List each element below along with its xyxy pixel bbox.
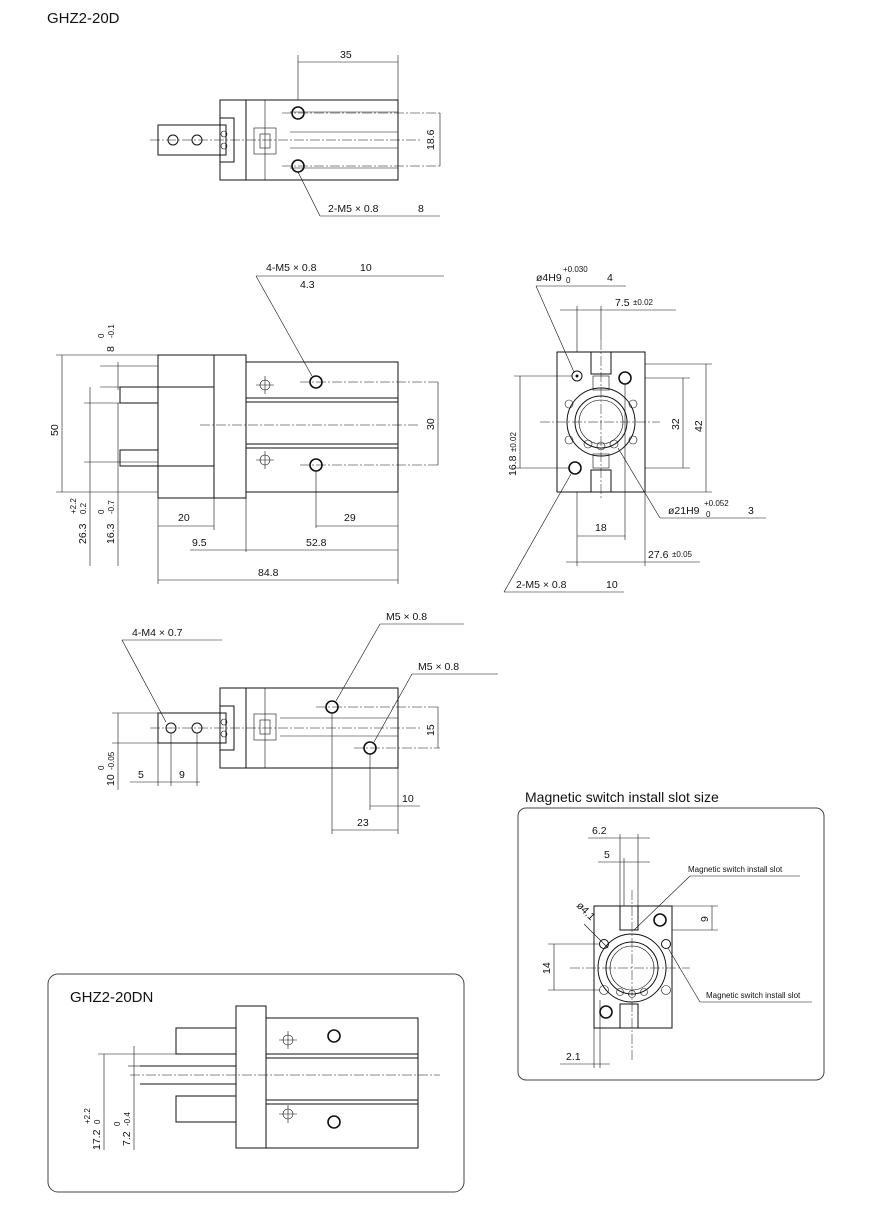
slot-dim-14: 14 xyxy=(541,962,553,974)
side-thread-label: 2-M5 × 0.8 xyxy=(516,579,567,591)
bore-upper: +0.052 xyxy=(704,499,729,508)
tol-10-lower: -0.05 xyxy=(107,751,116,770)
tol-8-base: 8 xyxy=(105,346,117,352)
dim-42: 42 xyxy=(693,420,705,432)
dim-23: 23 xyxy=(357,817,369,829)
slot-label-a: Magnetic switch install slot xyxy=(688,865,783,874)
dn-dim-7-2-lower: -0.4 xyxy=(123,1112,132,1126)
dim-26-3-upper: +2.2 xyxy=(69,498,78,514)
tol-10-upper: 0 xyxy=(97,765,106,770)
dim-35: 35 xyxy=(340,49,352,61)
bottom-thread-m4: 4-M4 × 0.7 xyxy=(132,627,183,639)
top-view: 35 18.6 2-M5 × 0.8 8 xyxy=(150,49,441,217)
pin-hole-depth: 4 xyxy=(607,272,613,284)
dn-panel-title: GHZ2-20DN xyxy=(70,989,153,1006)
tol-8-upper: 0 xyxy=(97,333,106,338)
dn-dim-17-2-upper: +2.2 xyxy=(83,1108,92,1124)
dim-7-5-tol: ±0.02 xyxy=(633,298,654,307)
dim-20: 20 xyxy=(178,512,190,524)
bottom-thread-m5-a: M5 × 0.8 xyxy=(386,611,427,623)
slot-dim-9: 9 xyxy=(699,916,711,922)
dim-16-8: 16.8 xyxy=(507,455,519,476)
bore-base: ø21H9 xyxy=(668,505,700,517)
dim-16-8-tol: ±0.02 xyxy=(509,431,518,452)
front-thread-depth: 10 xyxy=(360,262,372,274)
slot-panel-title: Magnetic switch install slot size xyxy=(525,789,719,805)
bottom-thread-m5-b: M5 × 0.8 xyxy=(418,661,459,673)
front-thread-pitch: 4.3 xyxy=(300,279,315,291)
dim-7-5: 7.5 xyxy=(615,297,630,309)
dim-32: 32 xyxy=(670,418,682,430)
dim-5: 5 xyxy=(138,769,144,781)
top-thread-label: 2-M5 × 0.8 xyxy=(328,203,379,215)
dim-84-8: 84.8 xyxy=(258,567,279,579)
slot-dim-5: 5 xyxy=(604,849,610,861)
drawing-title: GHZ2-20D xyxy=(47,10,120,27)
bore-depth: 3 xyxy=(748,505,754,517)
dim-18: 18 xyxy=(595,522,607,534)
dim-26-3-lower: 0.2 xyxy=(79,502,88,514)
dn-dim-7-2-base: 7.2 xyxy=(121,1131,133,1146)
dim-10: 10 xyxy=(402,793,414,805)
dim-16-3-upper: 0 xyxy=(97,509,106,514)
dim-16-3-base: 16.3 xyxy=(105,523,117,544)
dim-27-6-tol: ±0.05 xyxy=(672,550,693,559)
front-view: 4-M5 × 0.8 10 4.3 30 50 8 0 -0.1 26.3 +2… xyxy=(49,262,444,584)
dim-26-3-base: 26.3 xyxy=(77,523,89,544)
dim-30: 30 xyxy=(425,418,437,430)
dim-50: 50 xyxy=(49,424,61,436)
slot-dim-6-2: 6.2 xyxy=(592,825,607,837)
pin-hole-base: ø4H9 xyxy=(536,272,562,284)
dim-15: 15 xyxy=(425,724,437,736)
dim-9-5: 9.5 xyxy=(192,537,207,549)
dn-dim-17-2-lower: 0 xyxy=(93,1119,102,1124)
dim-9: 9 xyxy=(179,769,185,781)
dn-dim-7-2-upper: 0 xyxy=(113,1121,122,1126)
slot-panel: Magnetic switch install slot size 6.2 5 … xyxy=(517,789,825,1081)
bore-lower: 0 xyxy=(706,510,711,519)
top-thread-depth: 8 xyxy=(418,203,424,215)
side-thread-depth: 10 xyxy=(606,579,618,591)
side-view: ø4H9 +0.030 0 4 7.5 ±0.02 16.8 ±0.02 32 … xyxy=(503,265,766,593)
dim-16-3-lower: -0.7 xyxy=(107,500,116,514)
dim-29: 29 xyxy=(344,512,356,524)
tol-8-lower: -0.1 xyxy=(107,324,116,338)
dn-panel: GHZ2-20DN 17.2 +2.2 0 7.2 0 -0.4 xyxy=(47,973,465,1193)
dn-dim-17-2-base: 17.2 xyxy=(91,1129,103,1150)
tol-10-base: 10 xyxy=(105,774,117,786)
pin-hole-upper: +0.030 xyxy=(563,265,588,274)
slot-label-b: Magnetic switch install slot xyxy=(706,991,801,1000)
pin-hole-lower: 0 xyxy=(566,276,571,285)
slot-dim-2-1: 2.1 xyxy=(566,1051,581,1063)
dim-52-8: 52.8 xyxy=(306,537,327,549)
front-thread-label: 4-M5 × 0.8 xyxy=(266,262,317,274)
dim-27-6: 27.6 xyxy=(648,549,669,561)
dim-18-6: 18.6 xyxy=(425,129,437,150)
bottom-view: 4-M4 × 0.7 M5 × 0.8 M5 × 0.8 15 10 0 -0.… xyxy=(97,611,498,834)
